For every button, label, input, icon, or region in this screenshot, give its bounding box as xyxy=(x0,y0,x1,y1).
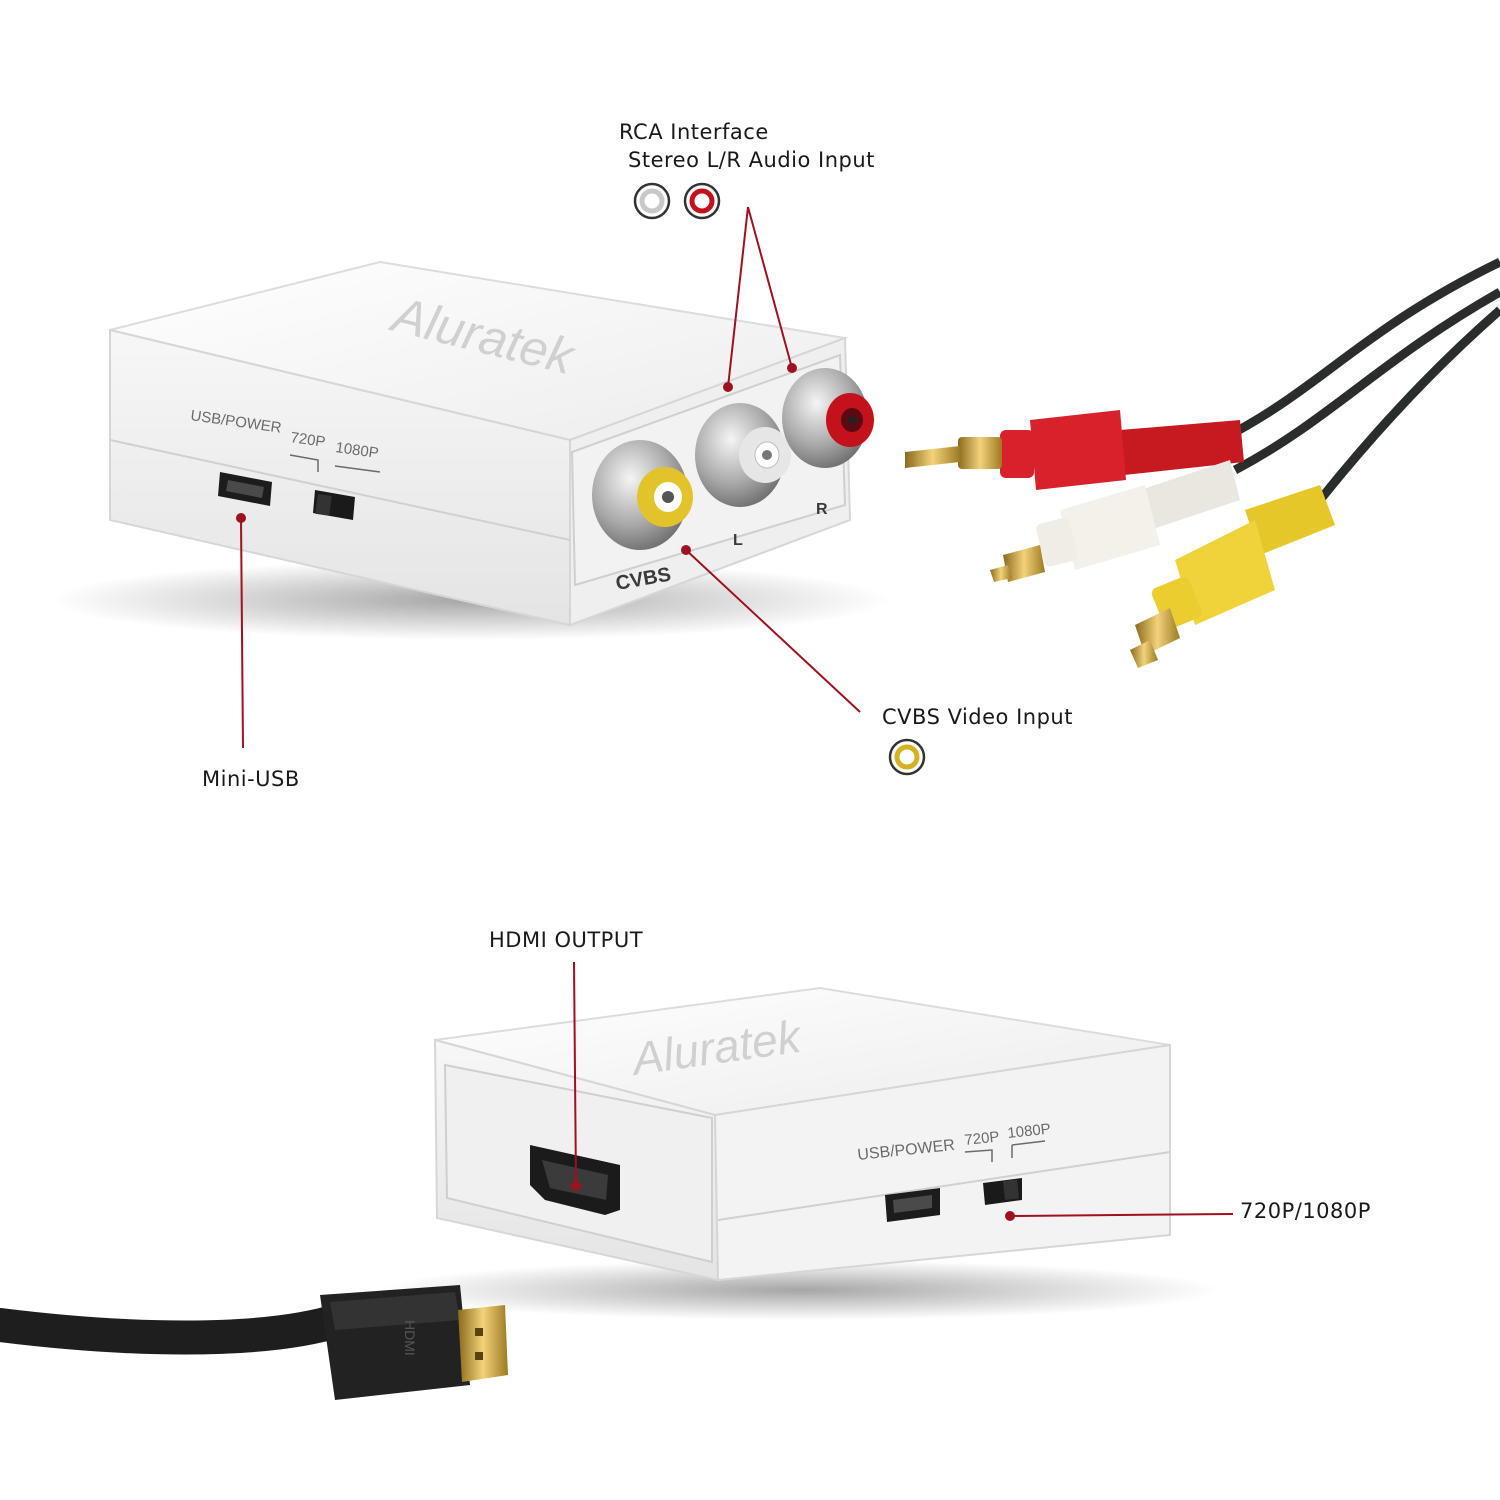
rca-jack-red xyxy=(782,368,874,468)
leader-dots-top xyxy=(236,363,797,555)
resolution-switch-bottom xyxy=(983,1178,1022,1205)
rca-plug-red xyxy=(905,410,1244,490)
res-720-label-top: 720P xyxy=(289,429,326,451)
rca-yellow-icon xyxy=(888,738,926,776)
bottom-converter-device: Aluratek USB/POWER 720P 1080P xyxy=(380,986,1220,1320)
rca-jack-white xyxy=(695,403,791,507)
resolution-switch-label: 720P/1080P xyxy=(1240,1199,1371,1223)
hdmi-output-label: HDMI OUTPUT xyxy=(489,928,644,952)
hdmi-cable: HDMI xyxy=(0,1285,508,1400)
mini-usb-label: Mini-USB xyxy=(202,767,300,791)
top-converter-device: Aluratek USB/POWER 720P 1080P xyxy=(50,260,890,640)
leader-lines-bottom xyxy=(573,961,1234,1217)
rca-plug-white xyxy=(990,460,1240,582)
leader-dots-bottom xyxy=(571,1181,1015,1221)
rca-white-icon xyxy=(633,182,671,220)
rca-plug-yellow xyxy=(1130,485,1335,668)
cvbs-video-input-label: CVBS Video Input xyxy=(882,705,1073,729)
right-audio-label: R xyxy=(816,501,828,518)
rca-interface-label: RCA Interface xyxy=(619,120,769,144)
rca-cable xyxy=(905,257,1500,668)
rca-red-icon xyxy=(683,182,721,220)
resolution-switch-top xyxy=(313,490,355,520)
res-1080-label-top: 1080P xyxy=(334,439,379,462)
mini-usb-port-top xyxy=(218,472,272,506)
res-1080-label-bottom: 1080P xyxy=(1007,1121,1052,1142)
res-720-label-bottom: 720P xyxy=(964,1128,1001,1149)
mini-usb-port-bottom xyxy=(885,1188,940,1222)
hdmi-plug-text: HDMI xyxy=(402,1320,418,1356)
left-audio-label: L xyxy=(733,532,743,549)
rca-jack-yellow xyxy=(592,440,693,550)
leader-lines-top xyxy=(240,206,861,749)
stereo-audio-input-label: Stereo L/R Audio Input xyxy=(628,148,875,172)
